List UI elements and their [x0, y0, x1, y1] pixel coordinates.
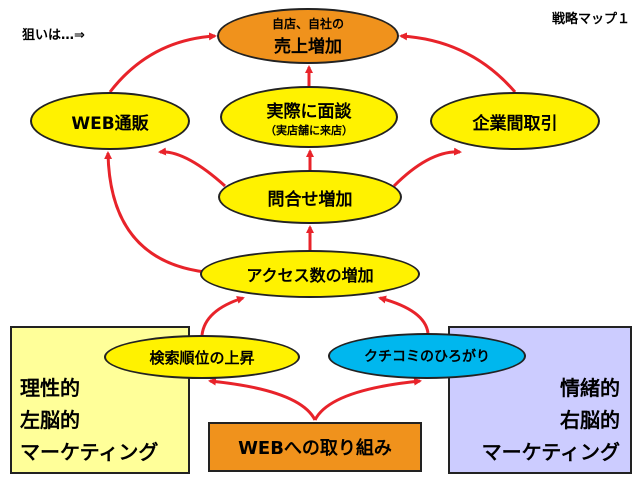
arrow-access-to-web	[104, 151, 206, 274]
arrow-web-to-top	[108, 32, 217, 93]
left-box-line2: 左脳的	[20, 408, 80, 432]
inquiry-increase-node: 問合せ増加	[218, 170, 402, 224]
arrow-bottom-to-kuchi	[313, 377, 422, 421]
word-of-mouth-node: クチコミのひろがり	[328, 333, 526, 379]
aim-label: 狙いは…⇒	[22, 28, 85, 43]
arrow-kuchi-to-access	[378, 295, 430, 334]
arrow-corp-to-top	[399, 32, 517, 93]
sales-node-line1: 自店、自社の	[271, 17, 344, 31]
search-rank-node: 検索順位の上昇	[104, 335, 300, 379]
web-initiative-box: WEBへの取り組み	[208, 422, 422, 472]
web-sales-node: WEB通販	[30, 92, 190, 150]
in-person-meeting-node: 実際に面談 （実店舗に来店）	[220, 86, 398, 148]
visit-node-line2: （実店舗に来店）	[265, 123, 353, 137]
left-box-line3: マーケティング	[20, 440, 159, 464]
right-box-line2: 右脳的	[560, 408, 620, 432]
arrow-bottom-to-search	[208, 377, 317, 421]
right-box-line3: マーケティング	[481, 440, 620, 464]
left-box-line1: 理性的	[20, 376, 80, 400]
right-box-line1: 情緒的	[560, 376, 620, 400]
sales-node-line2: 売上増加	[274, 37, 342, 57]
arrow-search-to-access	[200, 295, 245, 336]
sales-increase-node: 自店、自社の 売上増加	[217, 8, 399, 64]
arrow-inquiry-to-corp	[392, 147, 462, 188]
corporate-trade-node: 企業間取引	[430, 92, 600, 150]
page-title: 戦略マップ１	[551, 12, 630, 27]
access-increase-node: アクセス数の増加	[200, 250, 420, 298]
visit-node-line1: 実際に面談	[266, 101, 352, 122]
arrow-inquiry-to-web	[158, 147, 227, 188]
